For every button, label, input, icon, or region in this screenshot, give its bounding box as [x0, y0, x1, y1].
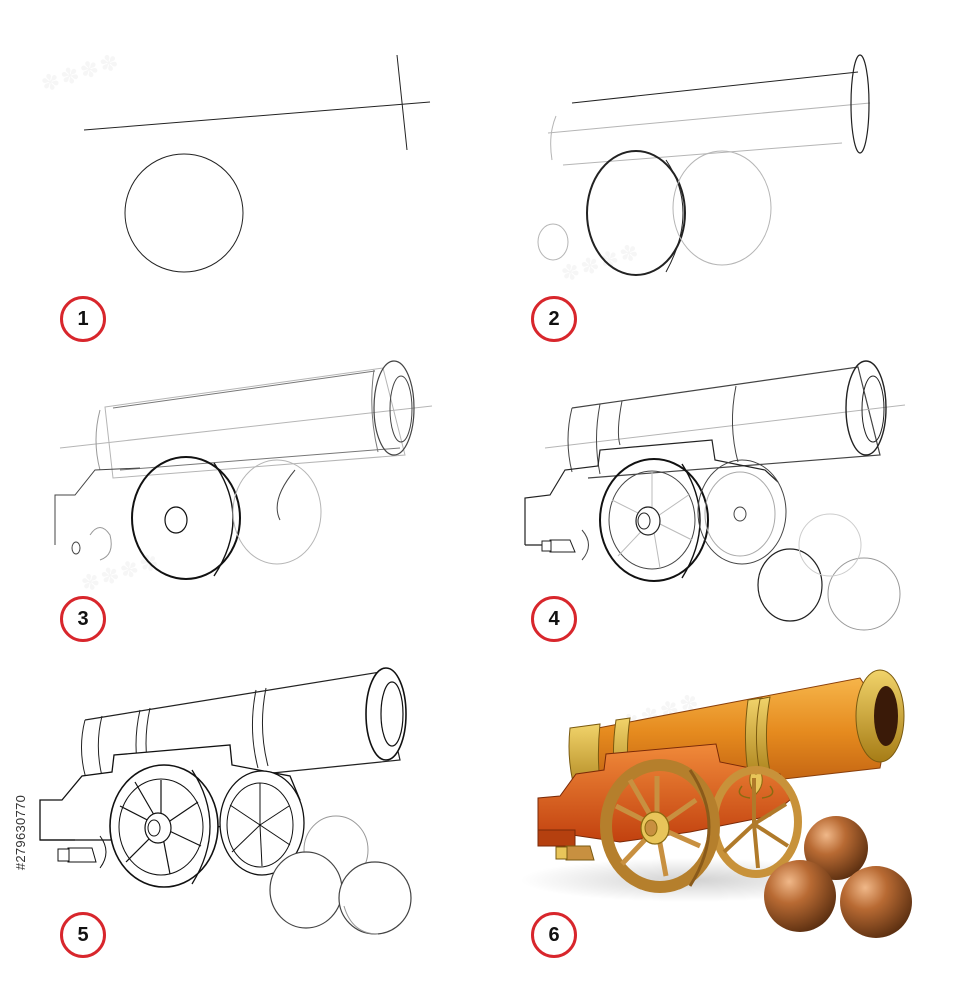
step-number: 6: [548, 923, 560, 946]
step-number: 2: [548, 307, 560, 330]
step-3-sketch: [54, 360, 433, 580]
step-badge-4: 4: [531, 596, 577, 642]
step-number: 3: [77, 607, 89, 630]
stock-id-text: #279630770: [13, 794, 29, 870]
step-number: 4: [548, 607, 560, 630]
step-2-sketch: [537, 54, 871, 276]
step-6-colored-cannon: [520, 669, 912, 938]
step-number: 1: [77, 307, 89, 330]
step-badge-1: 1: [60, 296, 106, 342]
stock-id: #279630770: [6, 752, 36, 912]
step-5-sketch: [39, 667, 412, 935]
step-1-sketch: [83, 54, 431, 273]
step-badge-5: 5: [60, 912, 106, 958]
step-badge-6: 6: [531, 912, 577, 958]
step-number: 5: [77, 923, 89, 946]
step-badge-2: 2: [531, 296, 577, 342]
step-badge-3: 3: [60, 596, 106, 642]
step-4-sketch: [524, 360, 906, 631]
